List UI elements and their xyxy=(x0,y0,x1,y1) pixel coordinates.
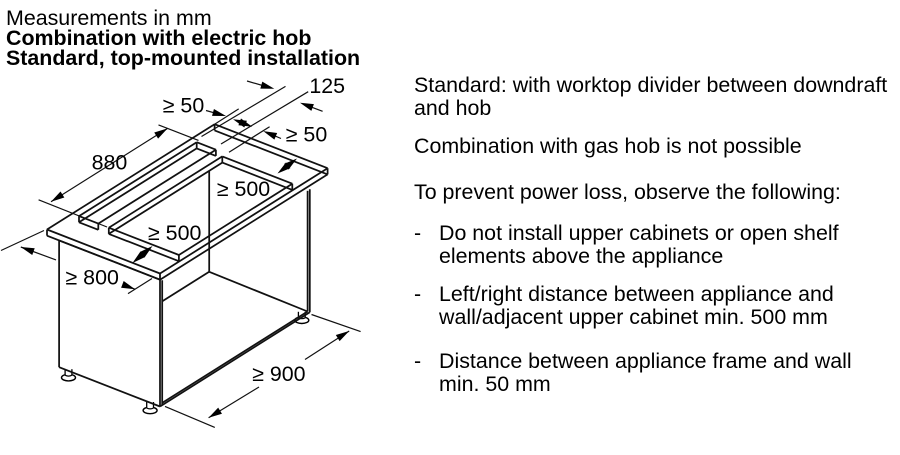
svg-text:≥ 500: ≥ 500 xyxy=(217,177,270,201)
svg-text:≥ 900: ≥ 900 xyxy=(252,362,305,386)
svg-text:≥ 800: ≥ 800 xyxy=(66,265,119,289)
svg-text:880: 880 xyxy=(92,150,128,174)
svg-text:≥ 500: ≥ 500 xyxy=(148,221,201,245)
svg-text:≥ 50: ≥ 50 xyxy=(286,123,328,147)
svg-text:≥ 50: ≥ 50 xyxy=(163,93,205,117)
svg-text:125: 125 xyxy=(309,74,345,98)
